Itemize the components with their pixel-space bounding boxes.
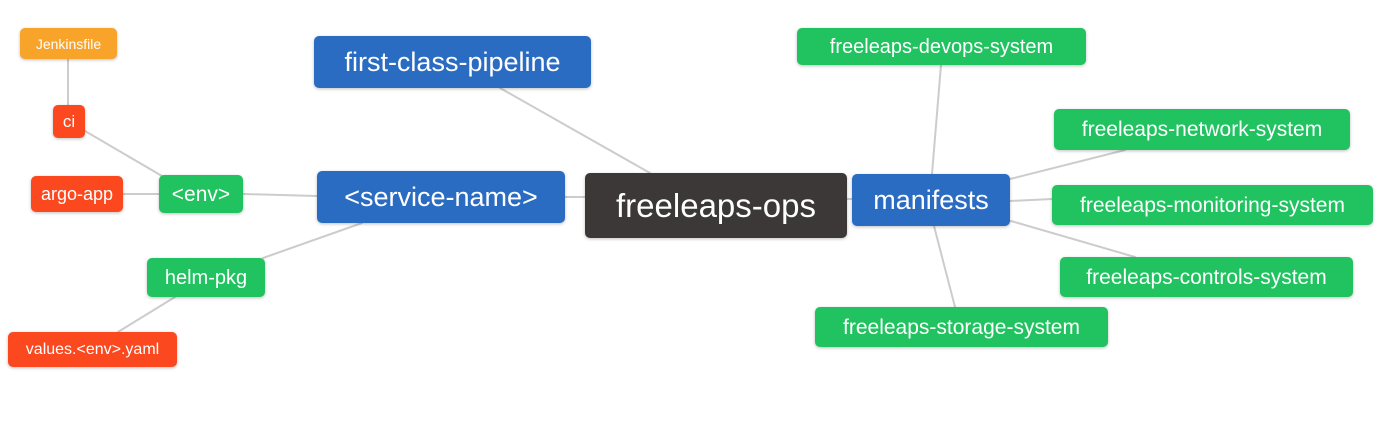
edge-manifests-to-freeleaps-storage-system bbox=[933, 225, 956, 308]
node-manifests[interactable]: manifests bbox=[852, 174, 1010, 226]
node-freeleaps-ops[interactable]: freeleaps-ops bbox=[585, 173, 847, 238]
node-env[interactable]: <env> bbox=[159, 175, 243, 213]
node-helm-pkg[interactable]: helm-pkg bbox=[147, 258, 265, 297]
node-freeleaps-devops-system[interactable]: freeleaps-devops-system bbox=[797, 28, 1086, 65]
node-freeleaps-controls-system[interactable]: freeleaps-controls-system bbox=[1060, 257, 1353, 297]
edge-ci-to-env bbox=[84, 130, 163, 177]
edge-first-class-pipeline-to-freeleaps-ops bbox=[499, 87, 651, 174]
node-values-env-yaml[interactable]: values.<env>.yaml bbox=[8, 332, 177, 367]
node-argo-app[interactable]: argo-app bbox=[31, 176, 123, 212]
edge-manifests-to-freeleaps-network-system bbox=[1009, 149, 1126, 180]
edge-helm-pkg-to-service-name bbox=[262, 222, 363, 259]
edge-manifests-to-freeleaps-monitoring-system bbox=[1009, 198, 1053, 202]
node-freeleaps-storage-system[interactable]: freeleaps-storage-system bbox=[815, 307, 1108, 347]
node-first-class-pipeline[interactable]: first-class-pipeline bbox=[314, 36, 591, 88]
edge-values-env-yaml-to-helm-pkg bbox=[117, 296, 176, 333]
node-ci[interactable]: ci bbox=[53, 105, 85, 138]
edge-env-to-service-name bbox=[242, 193, 318, 197]
node-freeleaps-monitoring-system[interactable]: freeleaps-monitoring-system bbox=[1052, 185, 1373, 225]
edge-manifests-to-freeleaps-controls-system bbox=[1010, 220, 1136, 258]
node-jenkinsfile[interactable]: Jenkinsfile bbox=[20, 28, 117, 59]
node-service-name[interactable]: <service-name> bbox=[317, 171, 565, 223]
node-freeleaps-network-system[interactable]: freeleaps-network-system bbox=[1054, 109, 1350, 150]
edge-freeleaps-devops-system-to-manifests bbox=[931, 64, 942, 175]
